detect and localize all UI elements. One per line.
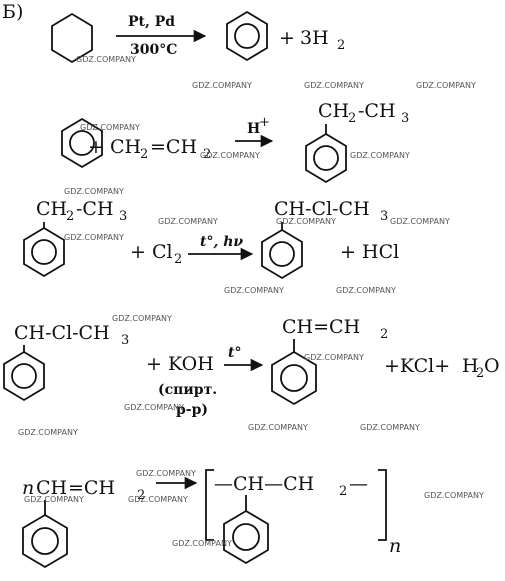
r4-plus: + <box>146 353 162 375</box>
r2-product-ch: CH <box>318 100 349 122</box>
r2-product-sub: 2 <box>348 111 356 126</box>
r5-left-bracket <box>205 469 214 541</box>
r2-ethylene-sub: 2 <box>140 147 148 162</box>
watermark: GDZ.COMPANY <box>350 151 410 160</box>
watermark: GDZ.COMPANY <box>64 187 124 196</box>
r2-product-benzene-ring <box>305 132 347 184</box>
r4-solvent-line1: (спирт. <box>158 382 217 398</box>
watermark: GDZ.COMPANY <box>136 469 196 478</box>
r1-plus: + <box>279 27 295 49</box>
watermark: GDZ.COMPANY <box>304 353 364 362</box>
r4-water-sub: 2 <box>476 366 484 381</box>
watermark: GDZ.COMPANY <box>390 217 450 226</box>
r3-reactant-ch: CH <box>36 198 67 220</box>
watermark: GDZ.COMPANY <box>172 539 232 548</box>
watermark: GDZ.COMPANY <box>360 423 420 432</box>
r2-ethylene-ch: CH <box>110 136 141 158</box>
r5-reactant-sub: 2 <box>137 488 145 503</box>
r3-plus: + <box>130 241 146 263</box>
r3-hcl: HCl <box>362 241 399 263</box>
r1-catalyst: Pt, Pd <box>128 14 175 30</box>
r4-condition: t° <box>228 345 241 361</box>
watermark: GDZ.COMPANY <box>192 81 252 90</box>
r2-catalyst-sup: + <box>259 115 270 130</box>
r1-hydrogen: 3H <box>300 27 329 49</box>
r3-chlorine: Cl <box>152 241 173 263</box>
r2-product-sub3: 3 <box>401 111 409 126</box>
section-label: Б) <box>2 1 23 23</box>
watermark: GDZ.COMPANY <box>200 151 260 160</box>
watermark: GDZ.COMPANY <box>64 233 124 242</box>
r5-repeat-n: n <box>389 535 401 557</box>
watermark: GDZ.COMPANY <box>80 123 140 132</box>
r3-reactant-sub3: 3 <box>119 209 127 224</box>
r5-reactant-benzene-ring <box>22 513 68 569</box>
r5-product-dash: — <box>349 473 368 495</box>
r4-water-h: H <box>462 355 479 377</box>
r3-product-benzene-ring <box>261 228 303 280</box>
r3-reactant-ch3: -CH <box>76 198 114 220</box>
r4-reactant-sub: 3 <box>121 333 129 348</box>
r5-reactant-ch: CH <box>36 477 67 499</box>
watermark: GDZ.COMPANY <box>112 314 172 323</box>
watermark: GDZ.COMPANY <box>336 286 396 295</box>
r3-reactant-benzene-ring <box>23 226 65 278</box>
r1-benzene-ring <box>226 10 268 62</box>
r2-ethylene-eq: =CH <box>150 136 197 158</box>
r4-product: CH=CH <box>282 316 360 338</box>
watermark: GDZ.COMPANY <box>158 217 218 226</box>
watermark: GDZ.COMPANY <box>18 428 78 437</box>
cyclohexane-ring <box>51 12 93 64</box>
watermark: GDZ.COMPANY <box>224 286 284 295</box>
r2-ethylene-sub2: 2 <box>203 147 211 162</box>
watermark: GDZ.COMPANY <box>128 495 188 504</box>
watermark: GDZ.COMPANY <box>276 217 336 226</box>
r3-plus2: + <box>340 241 356 263</box>
r3-product: CH-Cl-CH <box>274 198 370 220</box>
r3-chlorine-sub: 2 <box>174 252 182 267</box>
watermark: GDZ.COMPANY <box>76 55 136 64</box>
r3-reactant-sub: 2 <box>66 209 74 224</box>
r2-benzene-ring <box>61 117 103 169</box>
r5-product-benzene-ring <box>223 509 269 565</box>
r4-reactant: CH-Cl-CH <box>14 322 110 344</box>
r5-coefficient: n <box>22 477 34 499</box>
r4-reactant-benzene-ring <box>3 350 45 402</box>
r4-kcl: +KCl+ <box>384 355 450 377</box>
watermark: GDZ.COMPANY <box>424 491 484 500</box>
r4-solvent-line2: р-р) <box>176 402 208 418</box>
watermark: GDZ.COMPANY <box>304 81 364 90</box>
watermarks: GDZ.COMPANY GDZ.COMPANY GDZ.COMPANY GDZ.… <box>18 55 484 548</box>
r4-water-o: O <box>484 355 500 377</box>
r2-product-ch3: -CH <box>358 100 396 122</box>
r4-product-sub: 2 <box>380 327 388 342</box>
r4-koh: KOH <box>168 353 214 375</box>
r2-catalyst: H <box>247 121 260 137</box>
r2-plus: + <box>88 136 104 158</box>
r1-hydrogen-sub: 2 <box>337 38 345 53</box>
r3-condition: t°, hν <box>200 234 243 250</box>
watermark: GDZ.COMPANY <box>416 81 476 90</box>
r4-product-benzene-ring <box>271 350 317 406</box>
watermark: GDZ.COMPANY <box>124 403 184 412</box>
r5-product-sub: 2 <box>339 484 347 499</box>
r5-product-chain: —CH—CH <box>214 473 314 495</box>
r5-right-bracket <box>378 469 387 541</box>
r3-product-sub: 3 <box>380 209 388 224</box>
watermark: GDZ.COMPANY <box>24 495 84 504</box>
r1-temperature: 300°C <box>130 42 177 58</box>
r5-reactant-eq: =CH <box>68 477 115 499</box>
watermark: GDZ.COMPANY <box>248 423 308 432</box>
